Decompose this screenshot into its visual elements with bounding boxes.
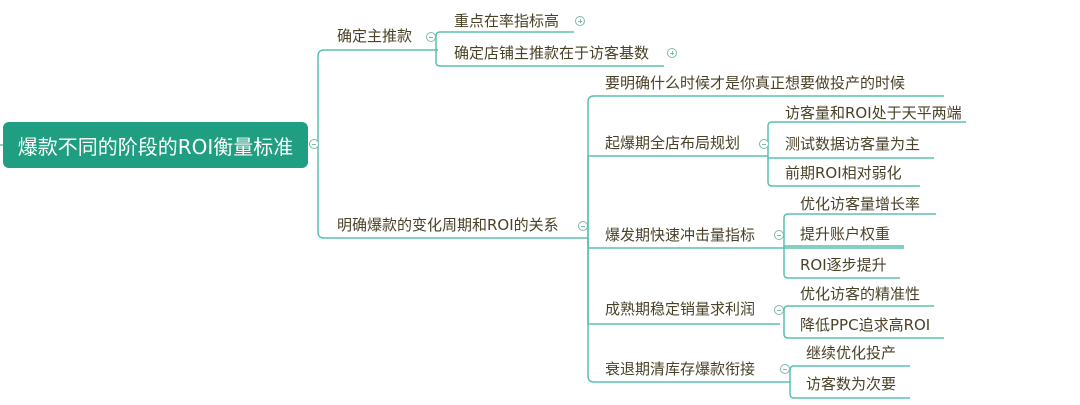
root-label: 爆款不同的阶段的ROI衡量标准 [17, 134, 294, 159]
leaf-node[interactable]: 访客数为次要 [806, 374, 896, 394]
node-label: 访客量和ROI处于天平两端 [785, 104, 962, 122]
leaf-node[interactable]: 提升账户权重 [800, 224, 890, 244]
node-label: 访客数为次要 [806, 375, 897, 393]
node-label: 成熟期稳定销量求利润 [605, 300, 756, 318]
leaf-node[interactable]: 继续优化投产 [806, 343, 896, 363]
collapse-icon[interactable] [780, 364, 790, 374]
leaf-node[interactable]: 确定店铺主推款在于访客基数 [454, 43, 649, 63]
leaf-node[interactable]: 优化访客的精准性 [800, 284, 920, 304]
node-label: 优化访客量增长率 [800, 195, 921, 213]
stage-node-launch[interactable]: 起爆期全店布局规划 [605, 133, 740, 153]
node-label: 衰退期清库存爆款衔接 [605, 360, 756, 378]
collapse-icon[interactable] [309, 139, 319, 149]
collapse-icon[interactable] [426, 32, 436, 42]
leaf-node[interactable]: 优化访客量增长率 [800, 194, 920, 214]
collapse-icon[interactable] [759, 139, 769, 149]
stage-node-burst[interactable]: 爆发期快速冲击量指标 [605, 225, 755, 245]
node-label: 确定主推款 [337, 27, 413, 45]
node-label: 确定店铺主推款在于访客基数 [454, 44, 650, 62]
root-node[interactable]: 爆款不同的阶段的ROI衡量标准 [3, 122, 308, 168]
leaf-node[interactable]: 降低PPC追求高ROI [800, 315, 930, 335]
leaf-node[interactable]: 重点在率指标高 [454, 11, 559, 31]
node-label: 明确爆款的变化周期和ROI的关系 [337, 216, 559, 234]
node-label: 降低PPC追求高ROI [800, 316, 931, 334]
collapse-icon[interactable] [578, 221, 588, 231]
leaf-node[interactable]: 要明确什么时候才是你真正想要做投产的时候 [605, 73, 905, 93]
expand-icon[interactable] [575, 16, 585, 26]
collapse-icon[interactable] [774, 305, 784, 315]
expand-icon[interactable] [667, 48, 677, 58]
node-label: 重点在率指标高 [454, 12, 560, 30]
node-label: 起爆期全店布局规划 [605, 134, 741, 152]
leaf-node[interactable]: ROI逐步提升 [800, 255, 887, 275]
node-label: 继续优化投产 [806, 344, 897, 362]
node-label: 要明确什么时候才是你真正想要做投产的时候 [605, 74, 906, 92]
collapse-icon[interactable] [774, 230, 784, 240]
stage-node-mature[interactable]: 成熟期稳定销量求利润 [605, 299, 755, 319]
leaf-node[interactable]: 测试数据访客量为主 [785, 134, 920, 154]
node-label: 前期ROI相对弱化 [785, 164, 902, 182]
stage-node-decline[interactable]: 衰退期清库存爆款衔接 [605, 359, 755, 379]
leaf-node[interactable]: 前期ROI相对弱化 [785, 163, 902, 183]
leaf-node[interactable]: 访客量和ROI处于天平两端 [785, 103, 962, 123]
node-label: 爆发期快速冲击量指标 [605, 226, 756, 244]
node-label: 优化访客的精准性 [800, 285, 921, 303]
branch-node-main-product[interactable]: 确定主推款 [337, 26, 412, 46]
node-label: 提升账户权重 [800, 225, 891, 243]
node-label: ROI逐步提升 [800, 256, 887, 274]
branch-node-cycle-roi[interactable]: 明确爆款的变化周期和ROI的关系 [337, 215, 559, 235]
node-label: 测试数据访客量为主 [785, 135, 921, 153]
